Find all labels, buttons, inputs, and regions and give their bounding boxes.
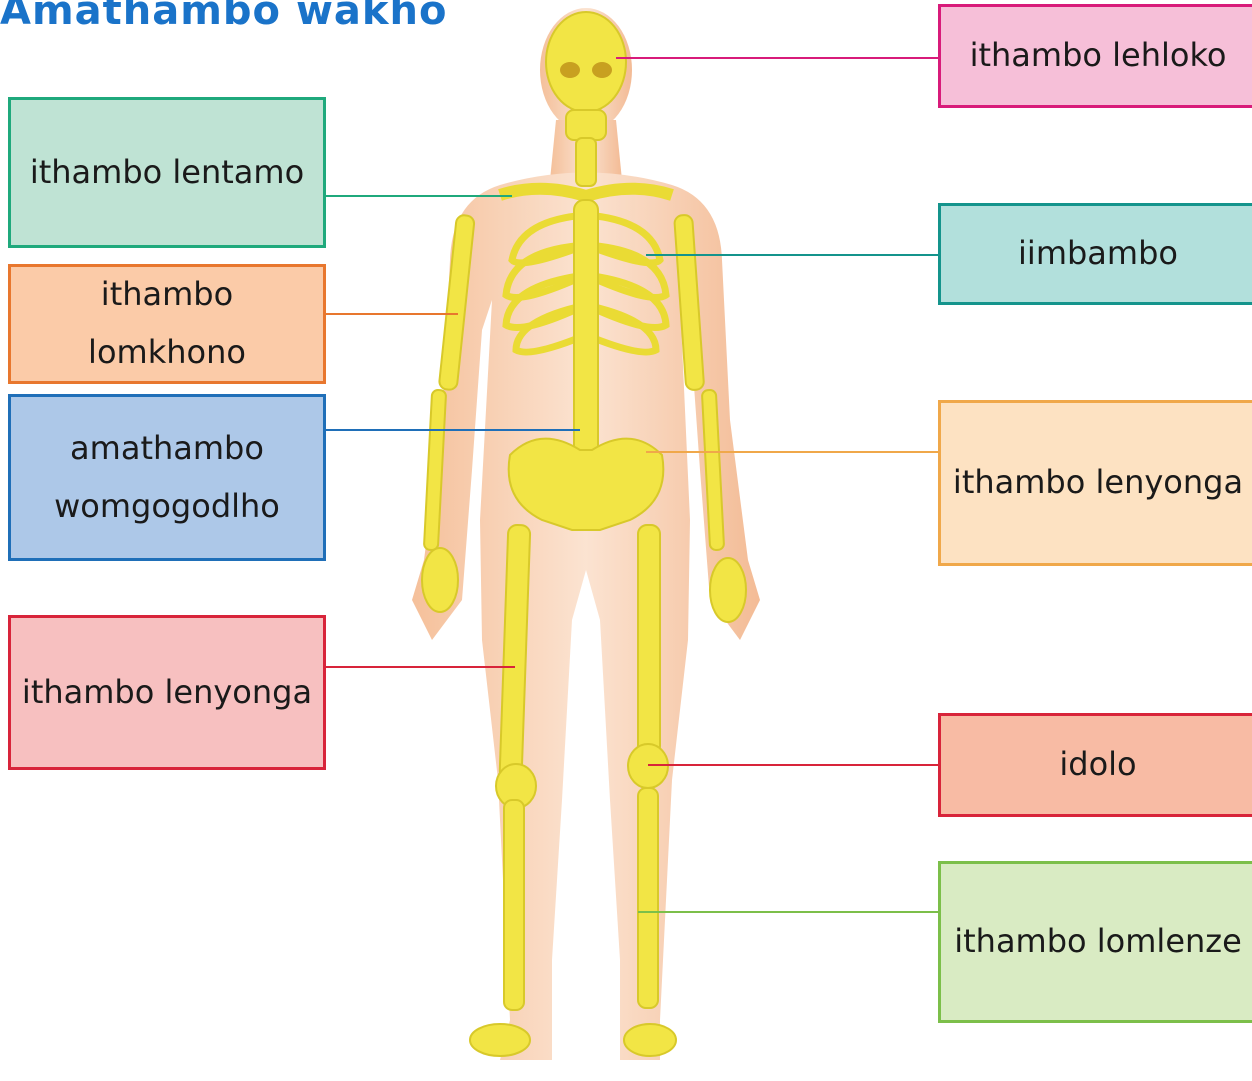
label-knee-text: idolo <box>1059 736 1136 794</box>
label-leg-text: ithambo lomlenze <box>954 913 1242 971</box>
label-skull-text: ithambo lehloko <box>970 27 1227 85</box>
label-arm-text: ithambo lomkhono <box>19 266 315 381</box>
label-thigh: ithambo lenyonga <box>8 615 326 770</box>
label-hip: ithambo lenyonga <box>938 400 1252 566</box>
tibia-right <box>638 788 658 1008</box>
label-spine: amathambo womgogodlho <box>8 394 326 561</box>
neck-bone <box>576 138 596 186</box>
label-neck-text: ithambo lentamo <box>30 144 304 202</box>
label-knee: idolo <box>938 713 1252 817</box>
label-arm: ithambo lomkhono <box>8 264 326 384</box>
label-thigh-text: ithambo lenyonga <box>22 664 312 722</box>
label-skull: ithambo lehloko <box>938 4 1252 108</box>
label-ribs-text: iimbambo <box>1018 225 1178 283</box>
label-hip-text: ithambo lenyonga <box>953 454 1243 512</box>
label-ribs: iimbambo <box>938 203 1252 305</box>
skull-bone <box>546 12 626 112</box>
label-spine-text: amathambo womgogodlho <box>51 420 283 535</box>
label-leg: ithambo lomlenze <box>938 861 1252 1023</box>
label-neck: ithambo lentamo <box>8 97 326 248</box>
